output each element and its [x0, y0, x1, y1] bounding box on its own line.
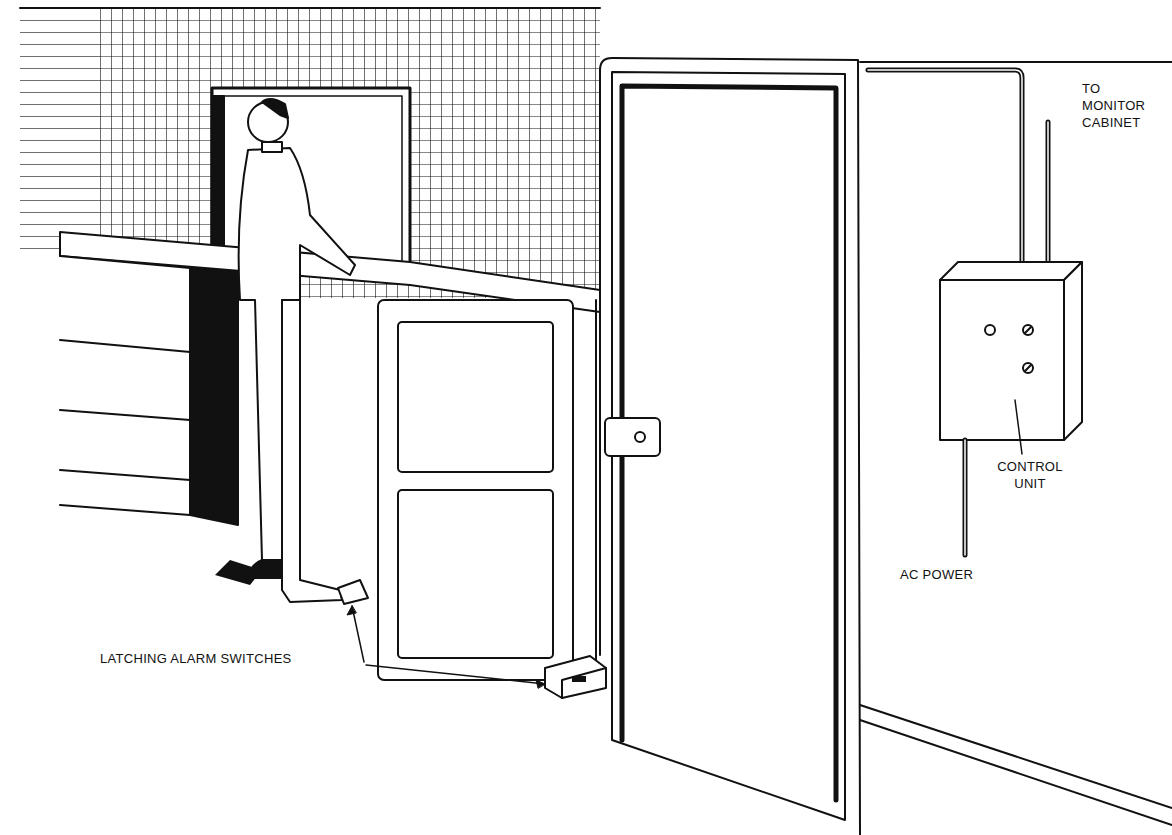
callout-label: LATCHING ALARM SWITCHES — [100, 650, 364, 667]
callout-label: CONTROL UNIT — [990, 458, 1070, 492]
callout-label: TO MONITOR CABINET — [1082, 80, 1166, 131]
callout-label: AC POWER — [900, 566, 1000, 583]
